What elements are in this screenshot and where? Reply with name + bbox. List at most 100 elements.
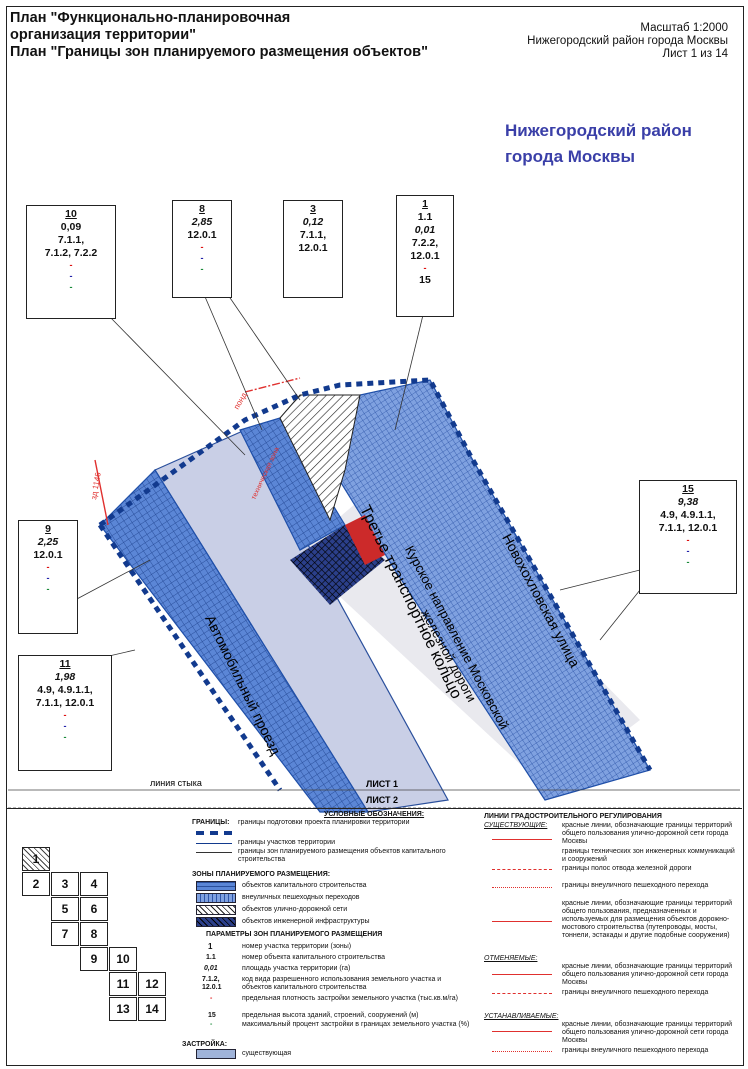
legend-b3-swatch [196,852,232,853]
legend-p6-sample: 15 [208,1012,216,1019]
box-codes: 7.1.1, [299,229,327,241]
build-heading: ЗАСТРОЙКА: [182,1041,228,1048]
sheet-number: Лист 1 из 14 [662,48,728,60]
plan-title: План "Функционально-планировочная органи… [10,10,428,61]
box-codes: 12.0.1 [33,549,63,561]
box-codes: 7.2.2, [411,237,439,249]
legend-p3-sample: 0,01 [204,965,218,972]
scale-label: Масштаб 1:2000 [640,22,728,34]
box-codes: 7.1.1, 12.0.1 [35,697,95,709]
legend-b2-swatch [196,843,232,844]
legend-p7-marker: - [210,1021,213,1028]
height-marker: - [63,721,67,731]
sheet-cell: 8 [80,922,108,946]
percent-marker: - [200,264,204,274]
sheet-cell: 4 [80,872,108,896]
percent-marker: - [63,732,67,742]
zone-box-10: 10 0,09 7.1.1, 7.1.2, 7.2.2 --- [26,205,116,319]
percent-marker: - [686,557,690,567]
zone-box-11: 11 1,98 4.9, 4.9.1.1, 7.1.1, 12.0.1 --- [18,655,112,771]
density-marker: - [46,562,50,572]
plan-meta: Масштаб 1:2000 Нижегородский район город… [527,22,728,61]
box-area: 2,85 [191,216,213,228]
box-number: 1 [422,198,428,210]
box-codes: 7.1.1, [57,234,85,246]
sheet-cell: 11 [109,972,137,996]
box-area: 1,98 [54,671,76,683]
legend-build-swatch [196,1049,236,1059]
title-line-1: План "Функционально-планировочная [10,10,291,26]
legend-l1-swatch [492,839,552,840]
title-line-3: План "Границы зон планируемого размещени… [10,44,428,60]
legend-l3: границы полос отвода железной дороги [562,865,692,872]
legend-l7: границы внеуличного пешеходного перехода [562,989,709,996]
legend-b1-swatch [196,831,232,835]
legend-p1-sample: 1 [208,942,213,951]
box-number: 8 [199,203,205,215]
label-joint: линия стыка [150,778,202,788]
legend-p1: номер участка территории (зоны) [242,943,352,950]
box-area: 2,25 [37,536,59,548]
box-number: 10 [65,208,77,220]
title-line-2: организация территории" [10,27,197,43]
legend-title: УСЛОВНЫЕ ОБОЗНАЧЕНИЯ: [324,811,425,818]
legend-l2: границы технических зон инженерных комму… [562,848,735,863]
legend-build1: существующая [242,1050,292,1057]
legend-p5: предельная плотность застройки земельног… [242,995,458,1002]
legend-z4: объектов инженерной инфраструктуры [242,918,370,925]
sheet-frame [6,6,744,1066]
legend-b2: границы участков территории [238,839,335,846]
legend-p4: код вида разрешенного использования земе… [242,976,442,991]
box-codes: 4.9, 4.9.1.1, [37,684,93,696]
percent-marker: - [69,282,73,292]
district-label: Нижегородский район города Москвы [505,118,692,170]
box-codes: 7.1.1, 12.0.1 [658,522,718,534]
params-heading: ПАРАМЕТРЫ ЗОН ПЛАНИРУЕМОГО РАЗМЕЩЕНИЯ [206,931,383,938]
box-codes: 7.1.2, 7.2.2 [44,247,98,259]
sheet-cell: 6 [80,897,108,921]
zone-box-9: 9 2,25 12.0.1 --- [18,520,78,634]
box-number: 11 [59,658,71,670]
box-object-number: 1.1 [417,211,433,223]
lines-heading: ЛИНИИ ГРАДОСТРОИТЕЛЬНОГО РЕГУЛИРОВАНИЯ [484,813,662,820]
legend-l8: красные линии, обозначающие границы терр… [562,1021,733,1044]
density-marker: - [63,710,67,720]
sheet-cell: 3 [51,872,79,896]
legend-z2-swatch [196,893,236,903]
label-sheet2: ЛИСТ 2 [366,795,398,805]
sheet-cell: 10 [109,947,137,971]
legend-l4-swatch [492,887,552,888]
legend-l5-swatch [492,921,552,922]
box-number: 3 [310,203,316,215]
density-marker: - [200,242,204,252]
box-height: 15 [419,274,431,286]
sheet-cell: 2 [22,872,50,896]
red-line-1 [244,377,301,393]
legend-panel: 1 2 3 4 5 6 7 8 9 10 11 12 13 14 УСЛОВНЫ… [6,808,742,1065]
legend-l9: границы внеуличного пешеходного перехода [562,1047,709,1054]
sheet-cell: 9 [80,947,108,971]
sheet-cell: 13 [109,997,137,1021]
district-subtitle: Нижегородский район города Москвы [527,35,728,47]
sheet-cell: 7 [51,922,79,946]
sheet-cell: 5 [51,897,79,921]
legend-p2: номер объекта капитального строительства [242,954,386,961]
zone-11 [99,469,370,813]
zone-box-8: 8 2,85 12.0.1 --- [172,200,232,298]
zone-box-3: 3 0,12 7.1.1, 12.0.1 [283,200,343,298]
legend-p3: площадь участка территории (га) [242,965,351,972]
borders-heading: ГРАНИЦЫ: [192,819,230,826]
box-codes: 12.0.1 [298,242,328,254]
legend-z4-swatch [196,917,236,927]
legend-z2: внеуличных пешеходных переходов [242,894,360,901]
box-area: 9,38 [677,496,699,508]
box-codes: 4.9, 4.9.1.1, [660,509,716,521]
legend-p6: предельная высота зданий, строений, соор… [242,1012,419,1019]
density-marker: - [423,263,427,273]
height-marker: - [686,546,690,556]
zone-15 [329,379,651,801]
red-line-2 [94,459,109,526]
legend-l6-swatch [492,974,552,975]
district-line-2: города Москвы [505,147,636,166]
